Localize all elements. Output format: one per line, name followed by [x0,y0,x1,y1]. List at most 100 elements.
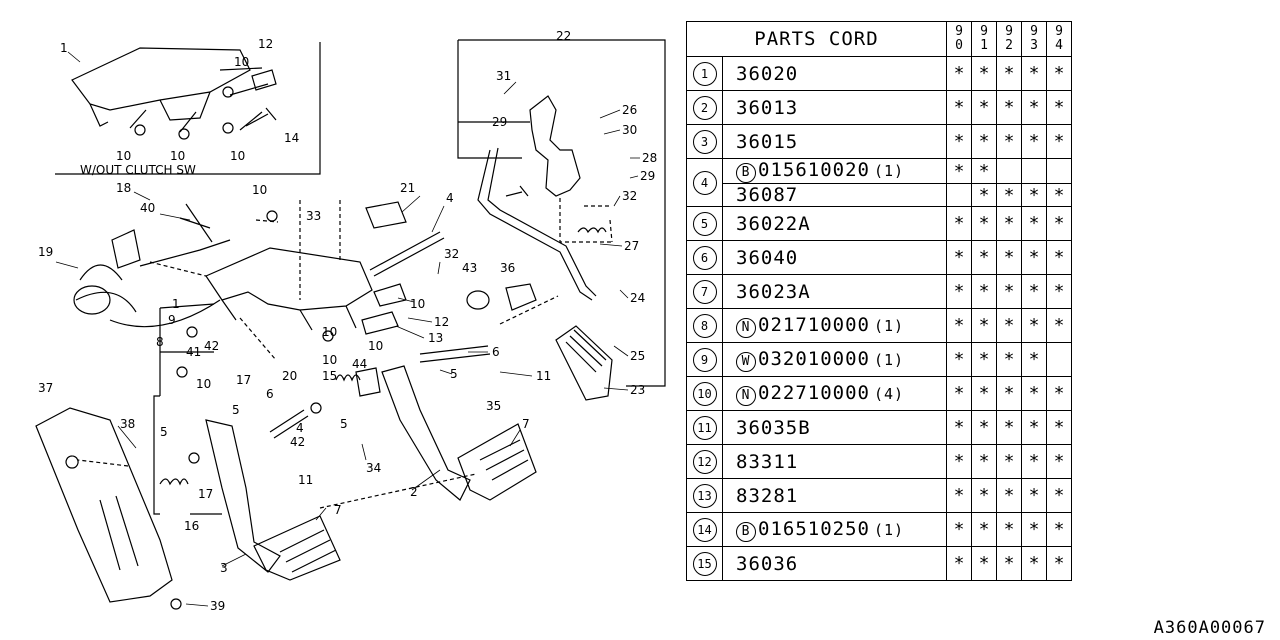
part-prefix-badge: N [736,317,756,338]
part-number: 021710000 [758,313,870,336]
applicability-mark [946,183,972,207]
applicability-mark: * [946,410,972,445]
ref-number-cell: 8 [686,308,723,343]
applicability-mark: * [971,410,997,445]
ref-number-badge: 14 [692,517,717,542]
part-prefix-badge: W [736,351,756,372]
applicability-mark: * [1046,376,1072,411]
applicability-mark [1046,158,1072,184]
part-number: 36013 [736,96,799,119]
ref-number-cell: 6 [686,240,723,275]
part-number: 36040 [736,246,799,269]
callout-label: 30 [622,123,637,137]
ref-number-cell: 4 [686,158,723,207]
callout-label: 33 [306,209,321,223]
callout-label: 10 [410,297,425,311]
ref-number-badge: 6 [692,245,717,270]
inset-bracket [71,47,251,127]
table-row: 36087**** [687,183,1072,207]
cylinder-icon [179,203,213,243]
heel-plate [35,407,173,603]
callout-label: 37 [38,381,53,395]
callout-label: 14 [284,131,299,145]
callout-label: 10 [170,149,185,163]
callout-label: 35 [486,399,501,413]
applicability-mark: * [971,158,997,184]
callout-label: 15 [322,369,337,383]
ref-number-cell: 3 [686,124,723,159]
callout-label: 4 [296,421,304,435]
callout-label: 25 [630,349,645,363]
applicability-mark: * [971,376,997,411]
callout-label: 40 [140,201,155,215]
ref-number-cell: 12 [686,444,723,479]
applicability-mark: * [1046,56,1072,91]
ref-number-cell: 14 [686,512,723,547]
spring-icon [577,227,607,234]
pedal-assembly-diagram: W/OUT CLUTCH SW 1 12 10 14 10 10 10 22 3… [35,29,666,613]
callout-label: 2 [410,485,418,499]
switch-icon [251,69,277,91]
nut-icon [176,366,188,378]
part-number-cell: 36036 [722,546,947,581]
callout-label: 28 [642,151,657,165]
callout-label: 29 [492,115,507,129]
applicability-mark: * [946,56,972,91]
accel-bracket [529,95,581,197]
clutch-pedal-arm [205,419,281,573]
applicability-mark: * [1046,444,1072,479]
accel-pedal-pad [555,325,613,401]
part-number: 36023A [736,280,811,303]
applicability-mark: * [1021,512,1047,547]
applicability-mark: * [971,444,997,479]
callout-label: 8 [156,335,164,349]
stopper-icon [505,283,537,311]
part-number: 83311 [736,450,799,473]
applicability-mark: * [946,478,972,513]
callout-label: 1 [172,297,180,311]
ref-number-badge: 3 [692,129,717,154]
applicability-mark [1046,342,1072,377]
part-number: 032010000 [758,347,870,370]
nut-icon [170,598,182,610]
callout-label: 19 [38,245,53,259]
callout-label: 6 [492,345,500,359]
callout-label: 6 [266,387,274,401]
accel-pedal-arm [477,147,597,301]
callout-label: 1 [60,41,68,55]
applicability-mark: * [971,512,997,547]
push-rod [419,345,491,363]
applicability-mark: * [1021,308,1047,343]
callout-label: 44 [352,357,367,371]
applicability-mark [996,158,1022,184]
applicability-mark: * [946,158,972,184]
part-number-cell: 83311 [722,444,947,479]
part-number-cell: 36022A [722,206,947,241]
applicability-mark: * [996,90,1022,125]
nut-icon [186,326,198,338]
callout-label: 17 [236,373,251,387]
callout-label: 38 [120,417,135,431]
callout-label: 10 [196,377,211,391]
part-number-cell: 36035B [722,410,947,445]
part-number: 83281 [736,484,799,507]
nut-icon [222,86,234,98]
part-number-cell: 36087 [722,183,947,207]
reservoir-icon [73,285,111,315]
inset-caption: W/OUT CLUTCH SW [80,163,196,177]
applicability-mark: * [946,240,972,275]
ref-number-cell: 13 [686,478,723,513]
applicability-mark: * [1046,240,1072,275]
part-prefix-badge: N [736,385,756,406]
applicability-mark: * [946,342,972,377]
callout-label: 27 [624,239,639,253]
spring-icon [159,478,189,486]
ref-number-badge: 5 [692,211,717,236]
applicability-mark: * [1021,478,1047,513]
callout-label: 12 [434,315,449,329]
